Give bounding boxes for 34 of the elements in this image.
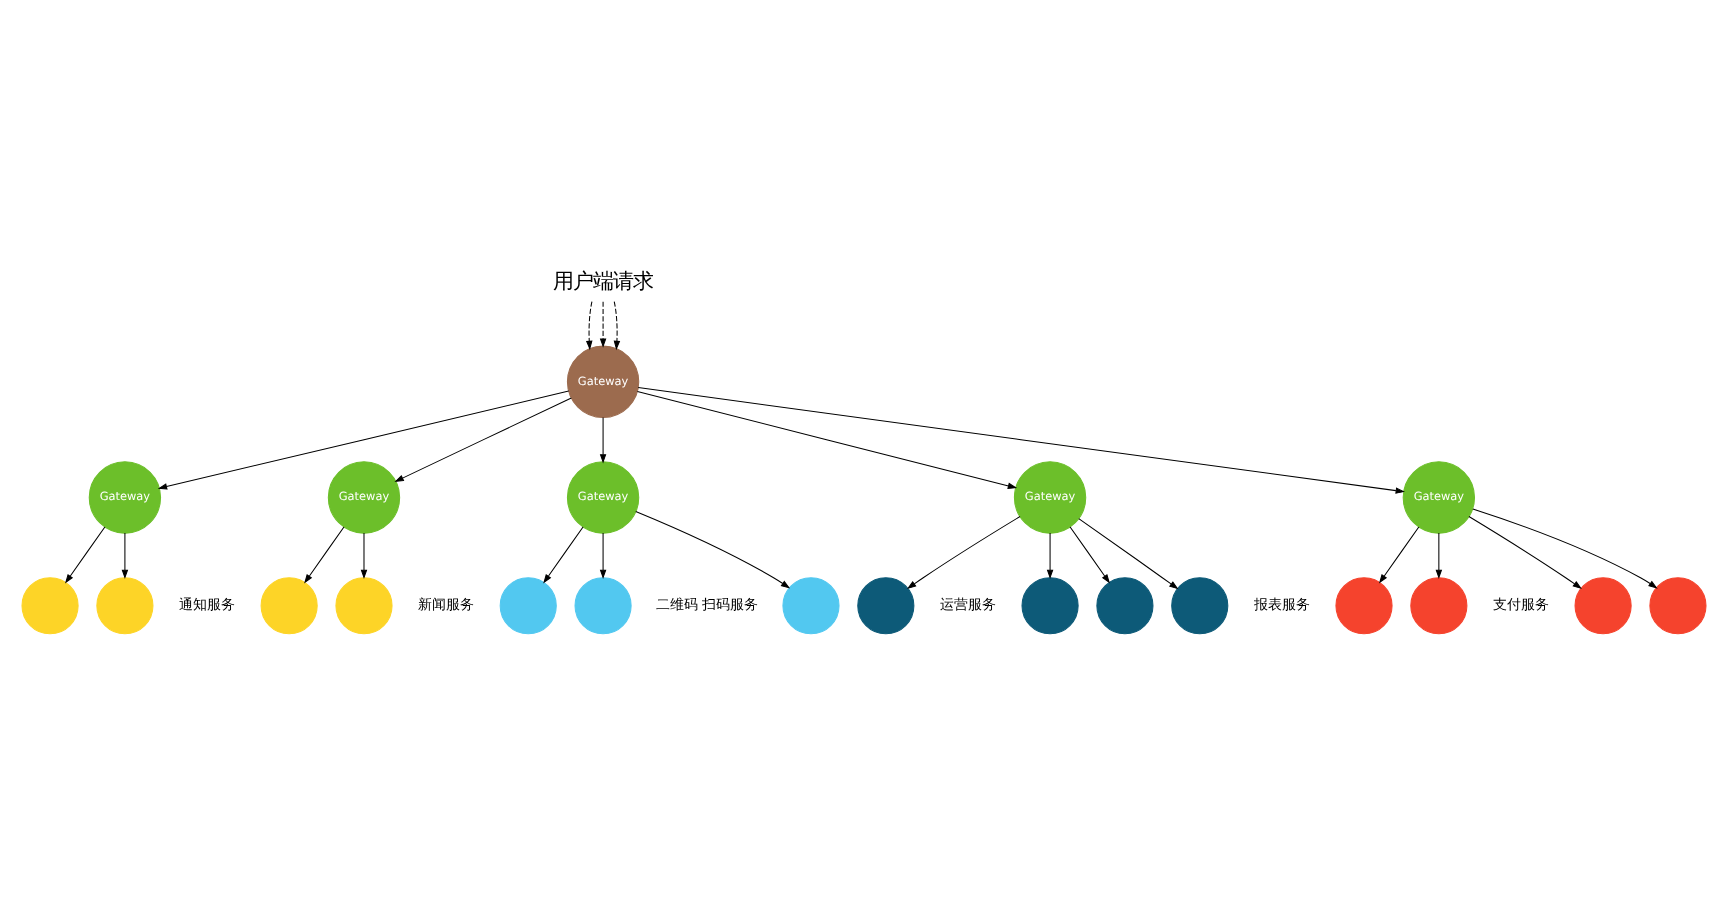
arrow: [1468, 516, 1582, 590]
node-circle: [574, 577, 632, 635]
arrow: [599, 417, 607, 464]
arrow: [1046, 532, 1054, 580]
node-circle: [335, 577, 393, 635]
node-circle: [1410, 577, 1468, 635]
arrow: [157, 390, 570, 490]
node-circle: [1335, 577, 1393, 635]
arrow: [360, 532, 368, 580]
arrow: [65, 526, 106, 584]
node-circle: [21, 577, 79, 635]
arrow: [1378, 526, 1420, 584]
node-circle: [260, 577, 318, 635]
arrow: [1078, 518, 1179, 590]
node-circle: [1021, 577, 1079, 635]
arrow: [394, 397, 572, 482]
arrow: [636, 391, 1018, 489]
arrow: [585, 301, 593, 351]
node-text: 用户端请求: [553, 270, 654, 295]
arrow: [1435, 532, 1443, 580]
arrow: [599, 301, 607, 348]
arrow: [637, 387, 1405, 494]
arrow: [635, 511, 791, 589]
arrow: [304, 526, 345, 584]
node-circle: [96, 577, 154, 635]
arrow: [543, 526, 584, 584]
arrow: [613, 301, 621, 351]
node-circle: [499, 577, 557, 635]
node-circle: [1096, 577, 1154, 635]
arrow: [1069, 526, 1110, 584]
arrow: [1472, 508, 1658, 589]
arrow: [906, 516, 1021, 590]
arrow: [121, 532, 129, 580]
arrow: [599, 532, 607, 580]
